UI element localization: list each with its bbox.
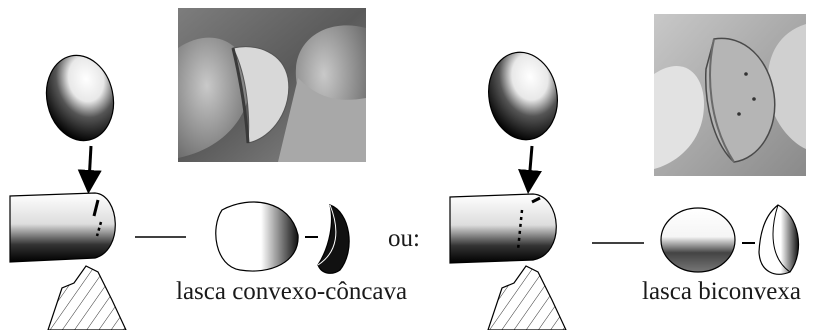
right-cobble-icon: [450, 194, 556, 263]
left-flake-profile-icon: [318, 205, 349, 273]
right-flake-caption: lasca biconvexa: [642, 278, 801, 306]
left-anvil-rock-icon: [48, 266, 126, 330]
left-pebble-icon: [39, 49, 121, 147]
right-anvil-rock-icon: [488, 266, 566, 330]
conjunction-label: ou:: [388, 225, 420, 253]
right-flake-profile-icon: [759, 205, 799, 274]
right-pebble-icon: [482, 47, 564, 145]
right-down-arrow-icon: [529, 146, 532, 182]
left-flake-caption: lasca convexo-côncava: [176, 278, 407, 306]
left-down-arrow-icon: [89, 146, 91, 182]
left-flake-dorsal-icon: [216, 202, 298, 271]
left-cobble-icon: [10, 193, 115, 262]
right-flake-dorsal-icon: [661, 208, 735, 272]
